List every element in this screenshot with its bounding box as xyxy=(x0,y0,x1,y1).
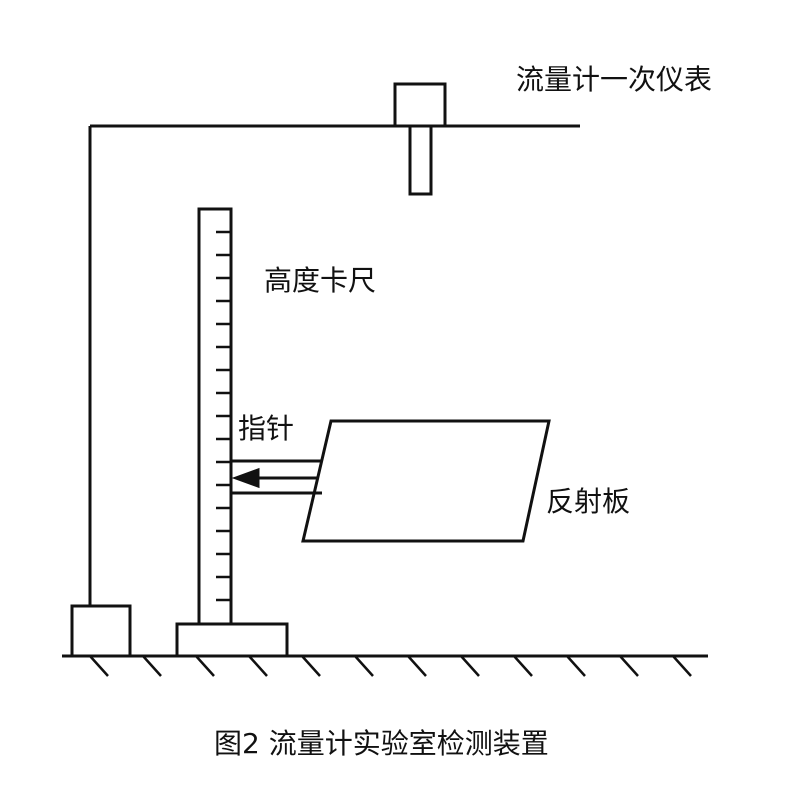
stand-base-block xyxy=(70,604,132,658)
hatch-mark xyxy=(89,655,109,677)
hatch-mark xyxy=(513,655,533,677)
hatch-mark xyxy=(142,655,162,677)
hatch-mark xyxy=(460,655,480,677)
figure-caption: 图2 流量计实验室检测装置 xyxy=(214,727,549,760)
hatch-mark xyxy=(672,655,692,677)
pointer-label: 指针 xyxy=(238,412,295,445)
height-gauge-base xyxy=(175,622,289,658)
flow-meter-sensor xyxy=(393,82,447,196)
pointer-arm xyxy=(231,459,322,495)
flow-meter-primary-label: 流量计一次仪表 xyxy=(516,63,713,96)
pointer-arrowhead xyxy=(231,467,260,489)
flow-meter-probe xyxy=(408,124,433,196)
hatch-mark xyxy=(407,655,427,677)
hatch-mark xyxy=(301,655,321,677)
height-gauge-label: 高度卡尺 xyxy=(264,264,377,297)
flow-meter-head xyxy=(393,82,447,128)
reflector-plate xyxy=(301,419,551,543)
ground-hatching xyxy=(89,655,692,677)
reflector-plate-label: 反射板 xyxy=(546,485,631,518)
hatch-mark xyxy=(619,655,639,677)
hatch-mark xyxy=(248,655,268,677)
hatch-mark xyxy=(195,655,215,677)
hatch-mark xyxy=(354,655,374,677)
hatch-mark xyxy=(566,655,586,677)
height-gauge-ticks xyxy=(216,230,231,602)
